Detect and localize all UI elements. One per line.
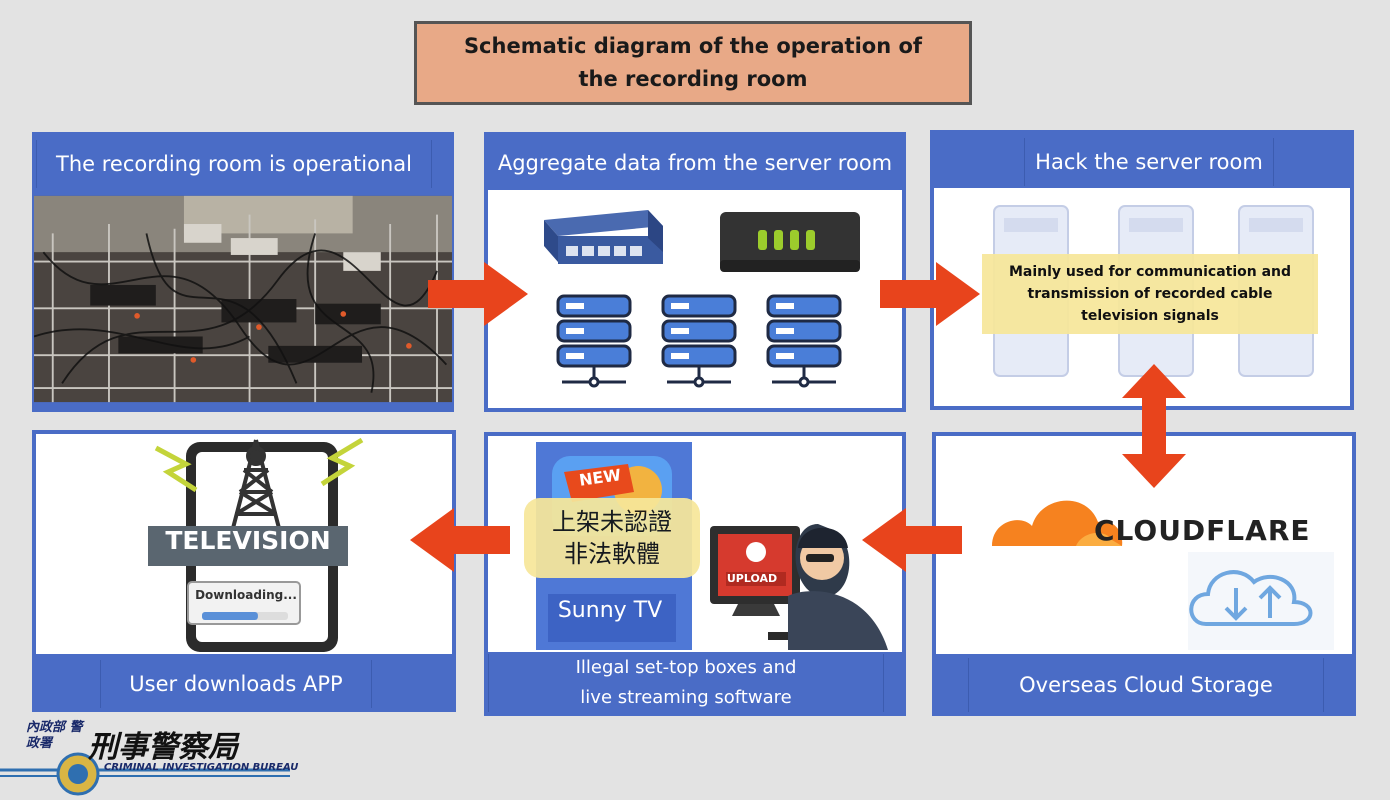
hacker-person-icon bbox=[788, 524, 888, 650]
label-hack: Hack the server room bbox=[1024, 138, 1274, 186]
hacker-app-graphic bbox=[536, 442, 888, 650]
diagram-title: Schematic diagram of the operation of th… bbox=[463, 34, 923, 91]
panel-user-downloads: TELEVISION Downloading... User downloads… bbox=[32, 430, 456, 712]
label-cloud: Overseas Cloud Storage bbox=[968, 658, 1324, 712]
arrow-left-1 bbox=[862, 508, 962, 572]
phone-tv-graphic bbox=[148, 437, 364, 652]
hack-note: Mainly used for communication and transm… bbox=[982, 254, 1318, 334]
cib-logo: 內政部 警政署 刑事警察局 CRIMINAL INVESTIGATION BUR… bbox=[0, 718, 300, 800]
cib-emblem-icon bbox=[0, 752, 290, 796]
downloading-text: Downloading... bbox=[195, 588, 297, 602]
illegal-software-note: 上架未認證 非法軟體 bbox=[524, 498, 700, 578]
logo-bureau-text: 刑事警察局 bbox=[88, 730, 238, 765]
network-devices-graphic bbox=[544, 210, 860, 388]
sunny-tv-label: Sunny TV bbox=[557, 598, 663, 623]
cloudflare-logo-icon bbox=[992, 500, 1123, 546]
panel-recording-room: The recording room is operational bbox=[32, 132, 454, 412]
label-illegal: Illegal set-top boxes and live streaming… bbox=[488, 654, 884, 712]
logo-english-text: CRIMINAL INVESTIGATION BUREAU bbox=[104, 762, 299, 773]
cloudflare-text: CLOUDFLARE bbox=[1094, 514, 1311, 547]
network-switch-icon bbox=[544, 210, 663, 264]
label-recording-room: The recording room is operational bbox=[36, 140, 432, 188]
antenna-tower-icon bbox=[230, 439, 282, 533]
cloudflare-graphic bbox=[992, 500, 1334, 650]
cloud-transfer-icon bbox=[1189, 570, 1313, 626]
recording-room-photo bbox=[34, 195, 452, 403]
aggregate-content bbox=[488, 190, 902, 408]
panel-aggregate: Aggregate data from the server room bbox=[484, 132, 906, 412]
signal-lightning-icon bbox=[154, 437, 364, 493]
arrow-right-2 bbox=[880, 262, 980, 326]
server-rack-icons bbox=[556, 294, 842, 388]
tv-sign-text: TELEVISION bbox=[165, 526, 331, 555]
logo-ministry-text: 內政部 警政署 bbox=[26, 720, 83, 751]
arrow-left-2 bbox=[410, 508, 510, 572]
panel-cloud: CLOUDFLARE Overseas Cloud Storage bbox=[932, 432, 1356, 716]
diagram-title-box: Schematic diagram of the operation of th… bbox=[414, 21, 972, 105]
tv-sign-board bbox=[148, 526, 348, 566]
user-downloads-content bbox=[36, 434, 452, 654]
illegal-content bbox=[488, 436, 902, 652]
panel-illegal: NEW UPLOAD Sunny TV 上架未認證 非法軟體 Illegal s… bbox=[484, 432, 906, 716]
new-badge bbox=[564, 464, 634, 502]
arrow-right-1 bbox=[428, 262, 528, 326]
progress-fill bbox=[202, 612, 258, 620]
panel-hack: Hack the server room Mainly used for com… bbox=[930, 130, 1354, 410]
arrow-vertical-bidirectional bbox=[1122, 364, 1186, 488]
label-user-downloads: User downloads APP bbox=[100, 660, 372, 708]
router-icon bbox=[720, 212, 860, 272]
label-aggregate: Aggregate data from the server room bbox=[488, 138, 902, 188]
upload-text: UPLOAD bbox=[726, 572, 778, 585]
